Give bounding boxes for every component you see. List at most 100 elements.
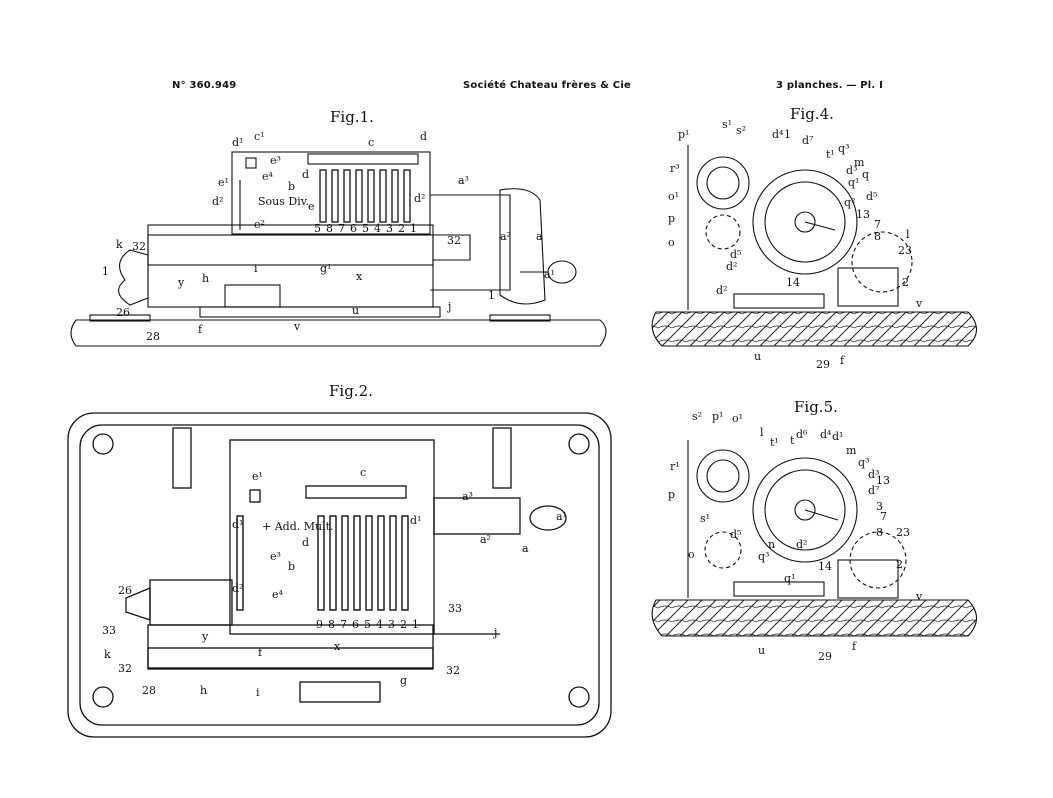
reference-label: e³ [270, 550, 281, 563]
reference-label: 5 [362, 222, 369, 235]
reference-label: u [352, 304, 359, 317]
reference-label: 1 [784, 128, 791, 141]
reference-label: Sous Div. [258, 195, 309, 208]
reference-label: 32 [446, 664, 460, 677]
reference-label: y [177, 276, 185, 289]
reference-label: q¹ [784, 572, 795, 585]
reference-label: d¹ [232, 136, 243, 149]
reference-label: o [668, 236, 675, 249]
reference-label: o¹ [732, 412, 743, 425]
reference-label: 1 [410, 222, 417, 235]
reference-label: a³ [458, 174, 469, 187]
reference-label: q [862, 168, 869, 181]
fig2-title: Fig.2. [329, 382, 373, 400]
reference-label: 2 [902, 276, 909, 289]
reference-label: d¹ [410, 514, 421, 527]
reference-label: c¹ [254, 130, 265, 143]
reference-label: a¹ [556, 510, 567, 523]
reference-label: a [522, 542, 529, 555]
reference-label: q² [844, 196, 855, 209]
reference-label: d² [414, 192, 425, 205]
fig1-title: Fig.1. [330, 108, 374, 126]
reference-label: j [492, 626, 497, 639]
reference-label: q³ [858, 456, 869, 469]
reference-label: a¹ [544, 268, 555, 281]
fig4-title: Fig.4. [790, 105, 834, 123]
reference-label: 8 [326, 222, 333, 235]
reference-label: 26 [116, 306, 130, 319]
reference-label: n [768, 538, 775, 551]
reference-label: x [356, 270, 363, 283]
reference-label: y [201, 630, 209, 643]
reference-label: d¹ [232, 518, 243, 531]
reference-label: s¹ [700, 512, 710, 525]
reference-label: 14 [786, 276, 800, 289]
reference-label: p¹ [712, 410, 723, 423]
reference-label: 13 [856, 208, 870, 221]
fig4-drawing [651, 145, 978, 347]
patent-number: N° 360.949 [172, 80, 237, 91]
reference-label: 33 [448, 602, 462, 615]
reference-label: q¹ [848, 176, 859, 189]
reference-label: f [852, 640, 857, 653]
reference-label: j [446, 300, 451, 313]
reference-label: v [915, 590, 923, 603]
reference-label: 26 [118, 584, 132, 597]
sheet-info: 3 planches. — Pl. I [776, 80, 883, 91]
reference-label: k [104, 648, 111, 661]
reference-label: 2 [896, 558, 903, 571]
reference-label: e¹ [218, 176, 229, 189]
reference-label: b [288, 180, 295, 193]
reference-label: t¹ [826, 148, 835, 161]
reference-label: d³ [868, 468, 879, 481]
reference-label: l [760, 426, 764, 439]
reference-label: d² [232, 582, 243, 595]
reference-label: g¹ [320, 262, 331, 275]
reference-label: q³ [838, 142, 849, 155]
reference-label: 8 [874, 230, 881, 243]
reference-label: d [420, 130, 427, 143]
reference-label: 32 [132, 240, 146, 253]
reference-label: d [302, 536, 309, 549]
reference-label: m [846, 444, 857, 457]
reference-label: k [116, 238, 123, 251]
reference-label: 29 [818, 650, 832, 663]
reference-label: 3 [388, 618, 395, 631]
reference-label: 1 [488, 289, 495, 302]
reference-label: d² [212, 195, 223, 208]
reference-label: f [258, 646, 263, 659]
reference-label: s¹ [722, 118, 732, 131]
reference-label: d⁶ [796, 428, 808, 441]
reference-label: 28 [142, 684, 156, 697]
reference-label: d² [796, 538, 807, 551]
reference-label: 14 [818, 560, 832, 573]
reference-label: d¹ [832, 430, 843, 443]
reference-label: e⁴ [272, 588, 284, 601]
reference-label: 6 [352, 618, 359, 631]
reference-label: 3 [386, 222, 393, 235]
fig1-top-windows [307, 153, 419, 165]
reference-label: 4 [376, 618, 383, 631]
reference-label: 13 [876, 474, 890, 487]
reference-label: l [906, 228, 910, 241]
reference-label: e¹ [252, 470, 263, 483]
reference-label: e³ [270, 154, 281, 167]
reference-label: 5 [364, 618, 371, 631]
reference-label: v [293, 320, 301, 333]
reference-label: d⁵ [866, 190, 877, 203]
reference-label: u [758, 644, 765, 657]
reference-label: e² [254, 218, 265, 231]
reference-label: 8 [876, 526, 883, 539]
reference-label: v [915, 297, 923, 310]
reference-label: q³ [758, 550, 769, 563]
reference-label: b [288, 560, 295, 573]
reference-label: d² [726, 260, 737, 273]
reference-label: i [256, 686, 260, 699]
reference-label: 7 [874, 218, 881, 231]
reference-label: 23 [896, 526, 910, 539]
reference-label: e⁴ [262, 170, 274, 183]
